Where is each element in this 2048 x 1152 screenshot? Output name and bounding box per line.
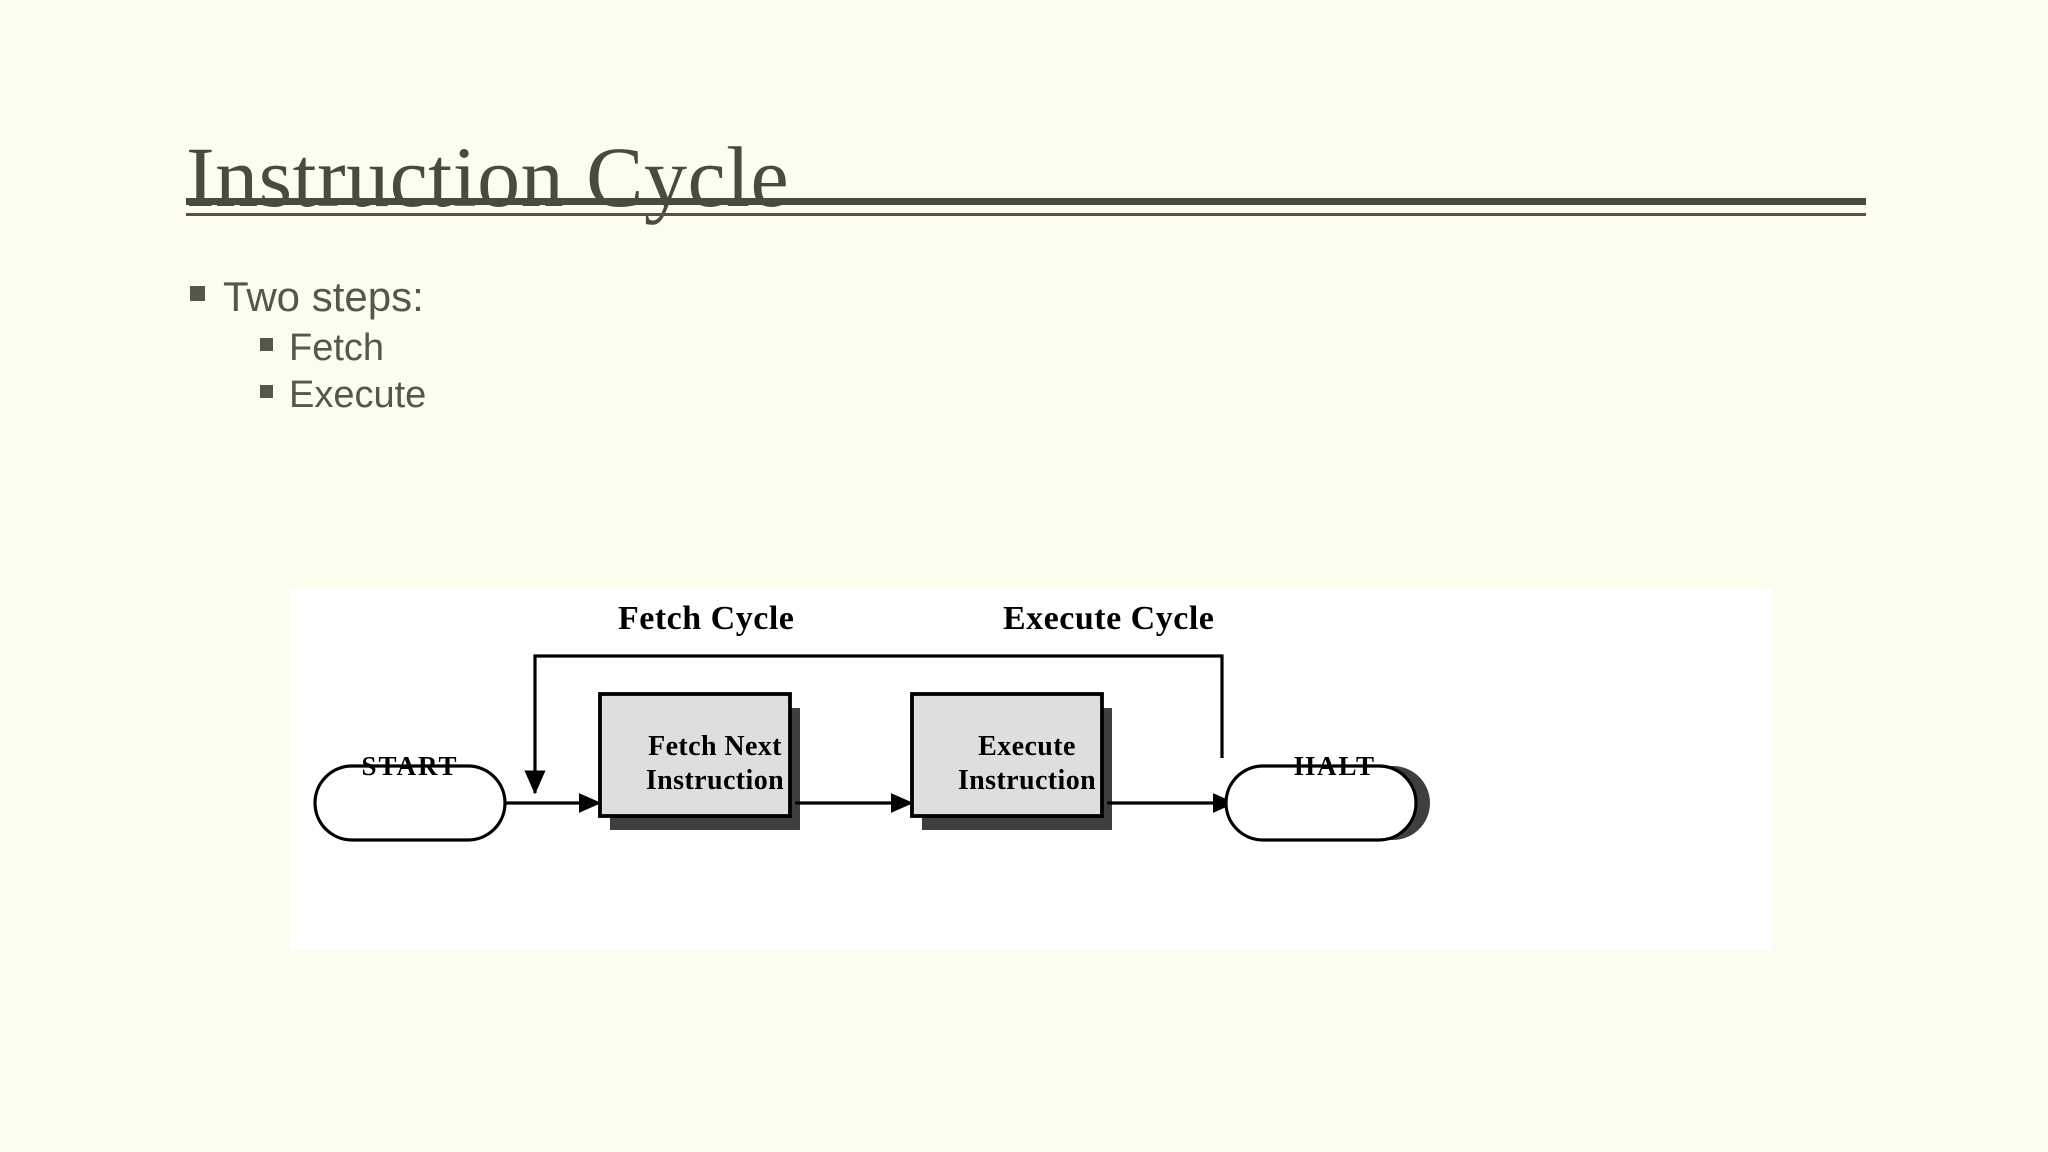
edge-feedback-loop	[524, 654, 1224, 795]
square-bullet-icon	[260, 385, 273, 399]
nodes	[313, 692, 1418, 842]
execute-cycle-label: Execute Cycle	[1003, 600, 1215, 637]
list-item-label: Execute	[289, 374, 427, 417]
node-execute-instruction	[910, 692, 1104, 818]
node-start	[313, 764, 507, 842]
flowchart-graphic	[313, 654, 1430, 842]
list-item: Fetch	[260, 326, 1390, 372]
list-item: Execute	[260, 373, 1390, 419]
square-bullet-icon	[190, 286, 205, 301]
node-execute-label: Execute Instruction	[957, 731, 1097, 797]
title-rule-thin	[186, 213, 1866, 216]
fetch-cycle-label: Fetch Cycle	[618, 600, 795, 637]
node-halt-label: HALT	[1293, 751, 1377, 781]
square-bullet-icon	[260, 337, 273, 351]
title-rule-thick	[186, 198, 1866, 205]
instruction-cycle-diagram: Fetch Cycle Execute Cycle START Fetch Ne…	[290, 588, 1772, 950]
node-fetch-next-instruction	[598, 692, 792, 818]
node-fetch-label: Fetch Next Instruction	[645, 731, 785, 797]
bullet-list: Two steps: Fetch Execute	[190, 272, 1390, 421]
node-halt	[1224, 764, 1418, 842]
connectors	[506, 654, 1236, 813]
node-start-label: START	[361, 751, 459, 781]
list-item-label: Two steps:	[223, 273, 424, 320]
list-item-label: Fetch	[289, 326, 385, 369]
page-title: Instruction Cycle	[186, 128, 790, 225]
list-item: Two steps:	[190, 272, 1390, 322]
